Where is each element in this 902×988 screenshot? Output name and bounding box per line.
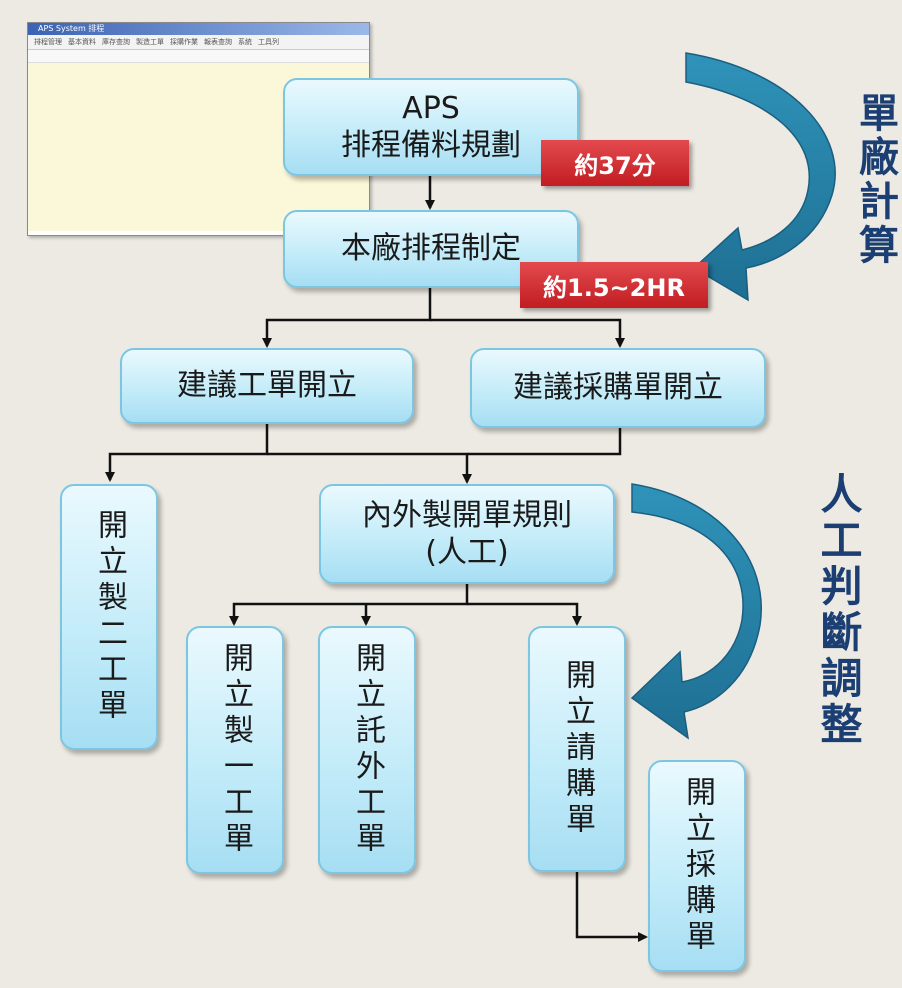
side-label-manual-adjust: 人工判斷調整 bbox=[814, 472, 863, 748]
curved-arrow-single-plant bbox=[685, 52, 836, 302]
node-rules-title: 內外製開單規則 bbox=[362, 497, 572, 533]
node-open-outsource-order: 開立託外工單 bbox=[318, 626, 416, 874]
node-aps-planning: APS 排程備料規劃 bbox=[283, 78, 579, 176]
connector-rules-to-requisition bbox=[467, 602, 582, 626]
app-window-screenshot: APS System 排程 排程管理 基本資料 庫存查詢 製造工單 採購作業 報… bbox=[27, 22, 370, 236]
node-suggest-purchase-order: 建議採購單開立 bbox=[470, 348, 766, 428]
time-tag-aps: 約37分 bbox=[541, 140, 689, 186]
node-plant-schedule-label: 本廠排程制定 bbox=[341, 231, 521, 266]
menu-item: 庫存查詢 bbox=[102, 38, 130, 46]
node-rules-note: (人工) bbox=[425, 535, 509, 570]
node-make-buy-rules: 內外製開單規則 (人工) bbox=[319, 484, 615, 584]
node-suggest-purchase-order-label: 建議採購單開立 bbox=[513, 370, 723, 405]
window-menubar: 排程管理 基本資料 庫存查詢 製造工單 採購作業 報表查詢 系統 工具列 bbox=[28, 35, 369, 50]
node-open-purchase-order: 開立採購單 bbox=[648, 760, 746, 972]
node-open-requisition: 開立請購單 bbox=[528, 626, 626, 872]
connector-rules-split bbox=[229, 584, 469, 626]
connector-schedule-to-purchase bbox=[430, 318, 625, 348]
menu-item: 報表查詢 bbox=[204, 38, 232, 46]
node-open-mfg1-order-label: 開立製一工單 bbox=[218, 642, 253, 858]
menu-item: 工具列 bbox=[258, 38, 279, 46]
window-title: APS System 排程 bbox=[28, 23, 369, 35]
menu-item: 製造工單 bbox=[136, 38, 164, 46]
side-label-single-plant: 單廠計算 bbox=[852, 92, 898, 268]
time-tag-schedule: 約1.5~2HR bbox=[520, 262, 708, 308]
node-open-mfg2-order: 開立製二工單 bbox=[60, 484, 158, 750]
connector-requisition-to-po bbox=[575, 872, 648, 942]
menu-item: 排程管理 bbox=[34, 38, 62, 46]
node-aps-title: APS bbox=[402, 90, 460, 126]
node-aps-subtitle: 排程備料規劃 bbox=[341, 128, 521, 163]
window-toolbar bbox=[28, 50, 369, 63]
connector-purchase-to-rules bbox=[467, 428, 622, 456]
connector-workorder-merge bbox=[105, 424, 269, 482]
connector-to-rules bbox=[267, 452, 472, 484]
node-open-requisition-label: 開立請購單 bbox=[560, 659, 595, 839]
node-open-mfg1-order: 開立製一工單 bbox=[186, 626, 284, 874]
menu-item: 系統 bbox=[238, 38, 252, 46]
menu-item: 基本資料 bbox=[68, 38, 96, 46]
menu-item: 採購作業 bbox=[170, 38, 198, 46]
node-open-mfg2-order-label: 開立製二工單 bbox=[92, 509, 127, 725]
node-open-purchase-order-label: 開立採購單 bbox=[680, 776, 715, 956]
node-open-outsource-order-label: 開立託外工單 bbox=[350, 642, 385, 858]
node-suggest-work-order: 建議工單開立 bbox=[120, 348, 414, 424]
connector-schedule-split bbox=[262, 288, 432, 348]
curved-arrow-manual-adjust bbox=[630, 483, 762, 740]
node-suggest-work-order-label: 建議工單開立 bbox=[177, 368, 357, 403]
